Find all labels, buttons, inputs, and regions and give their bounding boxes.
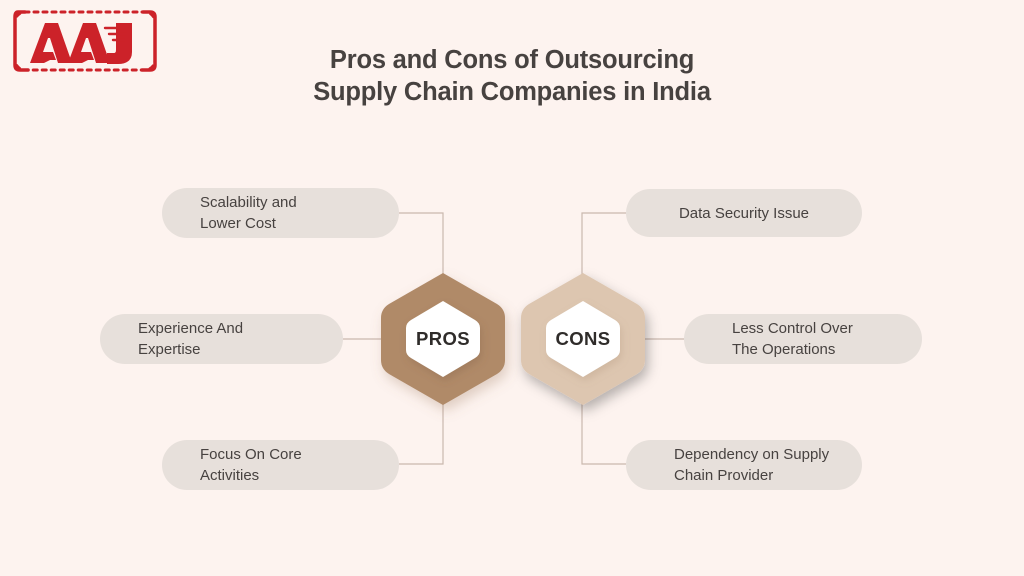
aaj-logo — [12, 8, 158, 74]
cons-item-less-control-text: Less Control Over The Operations — [732, 320, 853, 358]
title-line-1: Pros and Cons of Outsourcing — [329, 46, 695, 74]
cons-item-dependency-text: Dependency on Supply Chain Provider — [674, 446, 830, 484]
hexagon-cons: CONS — [513, 265, 653, 413]
aaj-logo-icon — [13, 10, 157, 72]
hexagon-cons-inner — [546, 301, 620, 377]
hexagon-pros-label: PROS — [415, 328, 471, 349]
cons-item-data-security[interactable]: Data Security Issue — [626, 189, 862, 237]
pros-item-focus[interactable]: Focus On Core Activities — [162, 440, 399, 490]
hexagon-pros-inner — [406, 301, 480, 377]
pros-item-scalability-text: Scalability and Lower Cost — [200, 194, 297, 232]
cons-item-less-control[interactable]: Less Control Over The Operations — [684, 314, 922, 364]
pros-item-scalability[interactable]: Scalability and Lower Cost — [162, 188, 399, 238]
hexagon-pros: PROS — [373, 265, 513, 413]
pros-item-experience-text: Experience And Expertise — [138, 320, 244, 358]
cons-item-data-security-text: Data Security Issue — [678, 204, 810, 222]
cons-item-dependency[interactable]: Dependency on Supply Chain Provider — [626, 440, 862, 490]
title-line-2: Supply Chain Companies in India — [313, 78, 711, 106]
page-title: Pros and Cons of Outsourcing Supply Chai… — [212, 44, 812, 108]
pros-item-experience[interactable]: Experience And Expertise — [100, 314, 343, 364]
pros-item-focus-text: Focus On Core Activities — [200, 446, 302, 484]
hexagon-cons-label: CONS — [555, 328, 611, 349]
